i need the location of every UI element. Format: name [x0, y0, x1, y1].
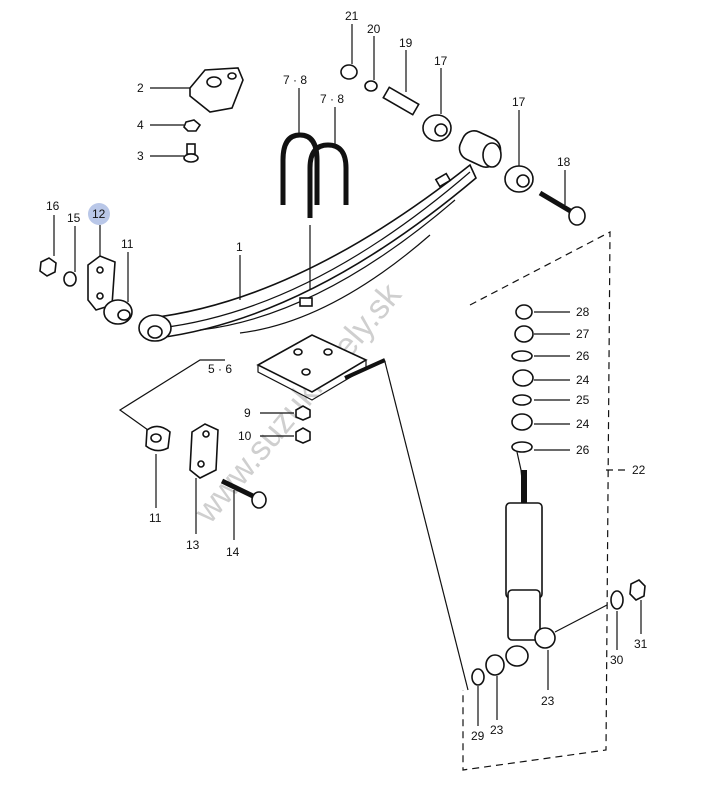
bushing-part-11a: [103, 299, 133, 325]
label-11b: 11: [149, 511, 162, 525]
label-17a: 17: [434, 54, 448, 68]
label-19: 19: [399, 36, 413, 50]
leaf-spring: [148, 163, 477, 339]
label-31: 31: [634, 637, 648, 651]
leader-lines: [53, 24, 642, 726]
shock-stud: [344, 358, 386, 380]
label-14: 14: [226, 545, 240, 559]
nut-part-28: [515, 304, 533, 320]
stud-leader: [384, 361, 469, 691]
stud-lower-leader: [554, 604, 608, 633]
bushing-part-11b: [145, 425, 171, 452]
part-labels: 21 20 19 17 17 18 2 4 3 7 · 8 7 · 8 16 1…: [46, 9, 648, 743]
spring-plate: [256, 334, 368, 401]
label-20: 20: [367, 22, 381, 36]
nut-part-27: [514, 325, 534, 343]
label-5-6: 5 · 6: [208, 362, 232, 376]
nut-part-31: [629, 579, 646, 601]
washer-part-25: [512, 394, 532, 406]
shock-absorber: [505, 451, 543, 667]
bolt-part-3: [183, 143, 199, 163]
label-23a: 23: [541, 694, 555, 708]
highlight-12: [88, 203, 110, 225]
label-29: 29: [471, 729, 485, 743]
label-13: 13: [186, 538, 200, 552]
label-30: 30: [610, 653, 624, 667]
bushing-part-17a: [422, 114, 452, 142]
label-23b: 23: [490, 723, 504, 737]
label-15: 15: [67, 211, 81, 225]
label-18: 18: [557, 155, 571, 169]
spring-rear-eye: [458, 130, 502, 168]
u-bolt-right: [307, 142, 349, 218]
label-28: 28: [576, 305, 590, 319]
washer-part-20: [364, 80, 378, 92]
label-21: 21: [345, 9, 359, 23]
nut-part-16: [39, 257, 57, 277]
bracket-part-2: [189, 67, 244, 113]
bushing-part-17b: [504, 165, 534, 193]
label-2: 2: [137, 81, 144, 95]
washer-part-29: [471, 668, 485, 686]
nut-part-4: [183, 119, 202, 132]
leader-5-6: [118, 359, 225, 431]
label-9: 9: [244, 406, 251, 420]
spring-front-eye: [138, 314, 172, 342]
bushing-part-24a: [512, 369, 534, 387]
bushing-part-23a: [534, 627, 556, 649]
label-12: 12: [92, 207, 106, 221]
label-4: 4: [137, 118, 144, 132]
label-24b: 24: [576, 417, 590, 431]
group-box-22: [462, 231, 611, 771]
label-1: 1: [236, 240, 243, 254]
washer-part-30: [610, 590, 624, 610]
label-27: 27: [576, 327, 590, 341]
label-3: 3: [137, 149, 144, 163]
label-26a: 26: [576, 349, 590, 363]
label-25: 25: [576, 393, 590, 407]
shackle-bolt-part-18: [538, 190, 586, 226]
label-17b: 17: [512, 95, 526, 109]
washer-part-15: [63, 271, 77, 287]
label-22: 22: [632, 463, 646, 477]
label-10: 10: [238, 429, 252, 443]
nut-part-9: [295, 405, 311, 421]
sleeve-part-19: [382, 86, 420, 116]
label-26b: 26: [576, 443, 590, 457]
bushing-part-24b: [511, 413, 533, 431]
plate-part-13: [189, 423, 219, 479]
bushing-part-23b: [485, 654, 505, 676]
label-16: 16: [46, 199, 60, 213]
shock-stack: [511, 304, 534, 453]
nut-part-10: [295, 427, 311, 444]
label-7-8-b: 7 · 8: [320, 92, 344, 106]
label-7-8-a: 7 · 8: [283, 73, 307, 87]
bolt-part-14: [220, 478, 267, 509]
label-24a: 24: [576, 373, 590, 387]
washer-part-26b: [511, 441, 533, 453]
label-11a: 11: [121, 237, 134, 251]
washer-part-26a: [511, 350, 533, 362]
nut-part-21: [340, 64, 358, 80]
